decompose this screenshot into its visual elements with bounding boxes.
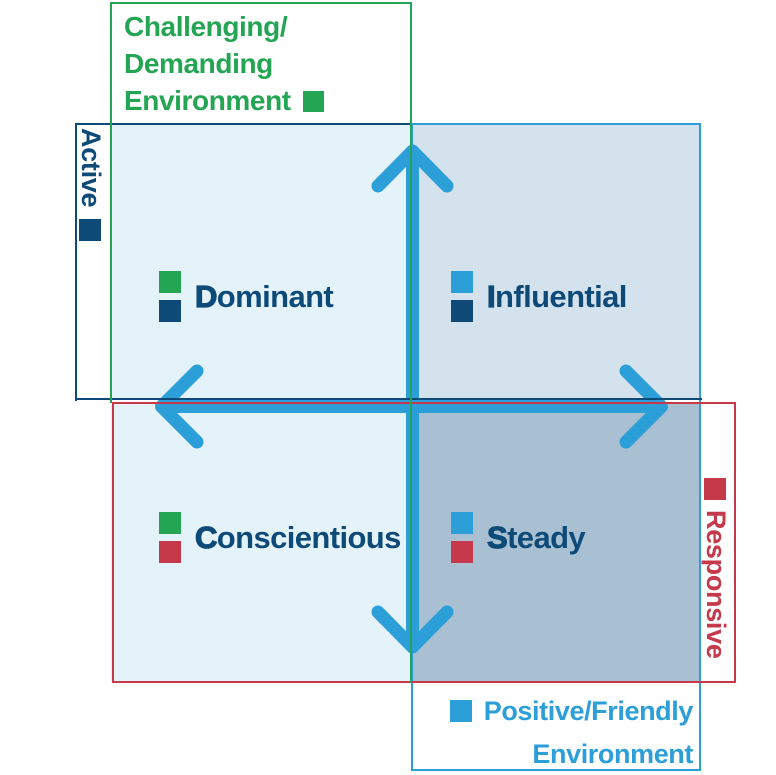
active-axis-label: Active — [75, 128, 106, 242]
arrow-right-icon — [619, 364, 668, 449]
challenging-box-right-border — [410, 2, 412, 683]
positive-friendly-line2: Environment — [532, 739, 693, 769]
active-box-top-border — [75, 123, 412, 125]
dominant-swatch-stack — [159, 271, 181, 322]
influential-swatch-stack — [451, 271, 473, 322]
dominant-label-group: Dominant — [159, 271, 334, 322]
challenging-box-top-border — [110, 2, 412, 4]
dominant-label: Dominant — [194, 278, 334, 315]
green-swatch-icon — [302, 91, 324, 112]
green-swatch-icon — [159, 271, 181, 293]
blue-swatch-icon — [449, 700, 472, 722]
conscientious-label: Conscientious — [194, 519, 402, 556]
quadrant-dominant-background — [111, 124, 410, 400]
positive-friendly-line1-text: Positive/Friendly — [483, 696, 694, 726]
positive-friendly-environment-label: Positive/Friendly Environment — [411, 690, 693, 775]
blue-swatch-icon — [451, 271, 473, 293]
navy-swatch-icon — [79, 219, 102, 242]
green-swatch-icon — [159, 512, 181, 534]
challenging-environment-line2: Demanding — [124, 48, 273, 79]
conscientious-label-group: Conscientious — [159, 512, 401, 563]
red-swatch-icon — [704, 478, 727, 500]
influential-label: Influential — [486, 278, 627, 315]
active-box-left-border — [75, 123, 77, 401]
challenging-environment-line3-text: Environment — [124, 85, 291, 116]
challenging-environment-label: Challenging/ Demanding Environment — [124, 8, 324, 119]
influential-initial: I — [486, 278, 496, 314]
active-box-bottom-border — [75, 398, 702, 400]
red-swatch-icon — [159, 541, 181, 563]
responsive-outline-box — [112, 402, 736, 683]
challenging-environment-line3: Environment — [124, 82, 324, 119]
positive-friendly-outline-box — [411, 123, 701, 771]
responsive-axis-label-text: Responsive — [701, 510, 731, 659]
red-swatch-icon — [451, 541, 473, 563]
dominant-initial: D — [194, 278, 218, 314]
blue-swatch-icon — [451, 512, 473, 534]
responsive-axis-label: Responsive — [700, 478, 731, 659]
positive-friendly-line1: Positive/Friendly — [411, 690, 693, 733]
steady-initial: S — [486, 519, 508, 555]
steady-label: Steady — [486, 519, 586, 556]
challenging-box-left-border — [110, 2, 112, 403]
influential-rest: nfluential — [495, 278, 627, 314]
steady-rest: teady — [507, 519, 586, 555]
conscientious-initial: C — [194, 519, 218, 555]
conscientious-swatch-stack — [159, 512, 181, 563]
navy-swatch-icon — [159, 300, 181, 322]
navy-swatch-icon — [451, 300, 473, 322]
steady-label-group: Steady — [451, 512, 586, 563]
influential-label-group: Influential — [451, 271, 627, 322]
dominant-rest: ominant — [216, 278, 334, 314]
active-axis-label-text: Active — [76, 128, 106, 208]
conscientious-rest: onscientious — [216, 519, 402, 555]
steady-swatch-stack — [451, 512, 473, 563]
arrow-left-icon — [155, 364, 204, 449]
quadrant-influential-background — [412, 124, 700, 400]
challenging-environment-line1: Challenging/ — [124, 11, 288, 42]
